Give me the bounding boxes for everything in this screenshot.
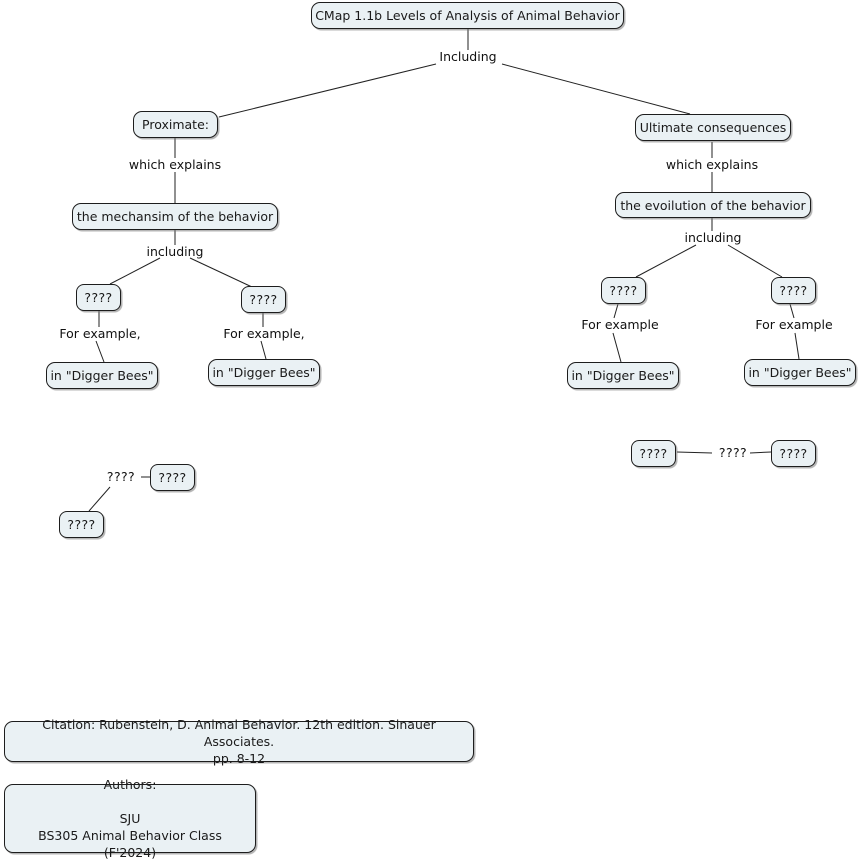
node-right-child-a[interactable]: ???? (601, 277, 646, 304)
connector-right-including-to-child-b (727, 244, 783, 278)
link-label-left-including[interactable]: including (146, 244, 204, 259)
link-label-right-child-a-for-example[interactable]: For example (581, 317, 659, 332)
connector-orphan-left-label-to-node-lower (88, 486, 111, 512)
connector-including-to-ultimate (501, 63, 691, 115)
connector-right-including-to-child-a (635, 244, 697, 278)
link-label-right-which-explains[interactable]: which explains (665, 157, 759, 172)
node-left-example-b[interactable]: in "Digger Bees" (208, 359, 320, 386)
node-evolution-of-behavior[interactable]: the evoilution of the behavior (615, 192, 811, 218)
node-ultimate-consequences[interactable]: Ultimate consequences (635, 114, 791, 141)
link-label-left-which-explains[interactable]: which explains (128, 157, 222, 172)
connector-forexample-to-rexample-b (794, 332, 800, 360)
node-left-example-a[interactable]: in "Digger Bees" (46, 362, 158, 389)
node-right-example-b[interactable]: in "Digger Bees" (744, 359, 856, 386)
connector-forexample-to-example-a (95, 340, 105, 363)
link-label-right-including[interactable]: including (684, 230, 742, 245)
node-proximate[interactable]: Proximate: (133, 111, 218, 138)
link-label-left-child-b-for-example[interactable]: For example, (223, 326, 305, 341)
link-label-orphan-left[interactable]: ???? (106, 469, 136, 484)
node-orphan-right-left[interactable]: ???? (631, 440, 676, 467)
link-label-right-child-b-for-example[interactable]: For example (755, 317, 833, 332)
link-label-root-including[interactable]: Including (439, 49, 497, 64)
connector-rchild-b-to-forexample (789, 303, 795, 319)
connector-forexample-to-example-b (260, 340, 267, 360)
node-right-child-b[interactable]: ???? (771, 277, 816, 304)
link-label-orphan-right[interactable]: ???? (718, 445, 748, 460)
connector-left-including-to-child-b (189, 257, 253, 288)
node-orphan-left-lower[interactable]: ???? (59, 511, 104, 538)
node-mechanism-of-behavior[interactable]: the mechansim of the behavior (72, 203, 278, 230)
link-label-left-child-a-for-example[interactable]: For example, (59, 326, 141, 341)
node-orphan-right-right[interactable]: ???? (771, 440, 816, 467)
node-orphan-left-right[interactable]: ???? (150, 464, 195, 491)
connector-orphan-right-node-left-to-label (676, 451, 713, 454)
node-left-child-a[interactable]: ???? (76, 284, 121, 311)
node-citation[interactable]: Citation: Rubenstein, D. Animal Behavior… (4, 717, 474, 766)
connector-rchild-a-to-forexample (613, 303, 619, 319)
connector-forexample-to-rexample-a (612, 332, 622, 363)
node-title[interactable]: CMap 1.1b Levels of Analysis of Animal B… (311, 2, 624, 29)
connector-left-including-to-child-a (109, 257, 161, 285)
node-authors[interactable]: Authors: SJU BS305 Animal Behavior Class… (4, 777, 256, 860)
connector-including-to-proximate (218, 63, 437, 118)
node-left-child-b[interactable]: ???? (241, 286, 286, 313)
node-right-example-a[interactable]: in "Digger Bees" (567, 362, 679, 389)
